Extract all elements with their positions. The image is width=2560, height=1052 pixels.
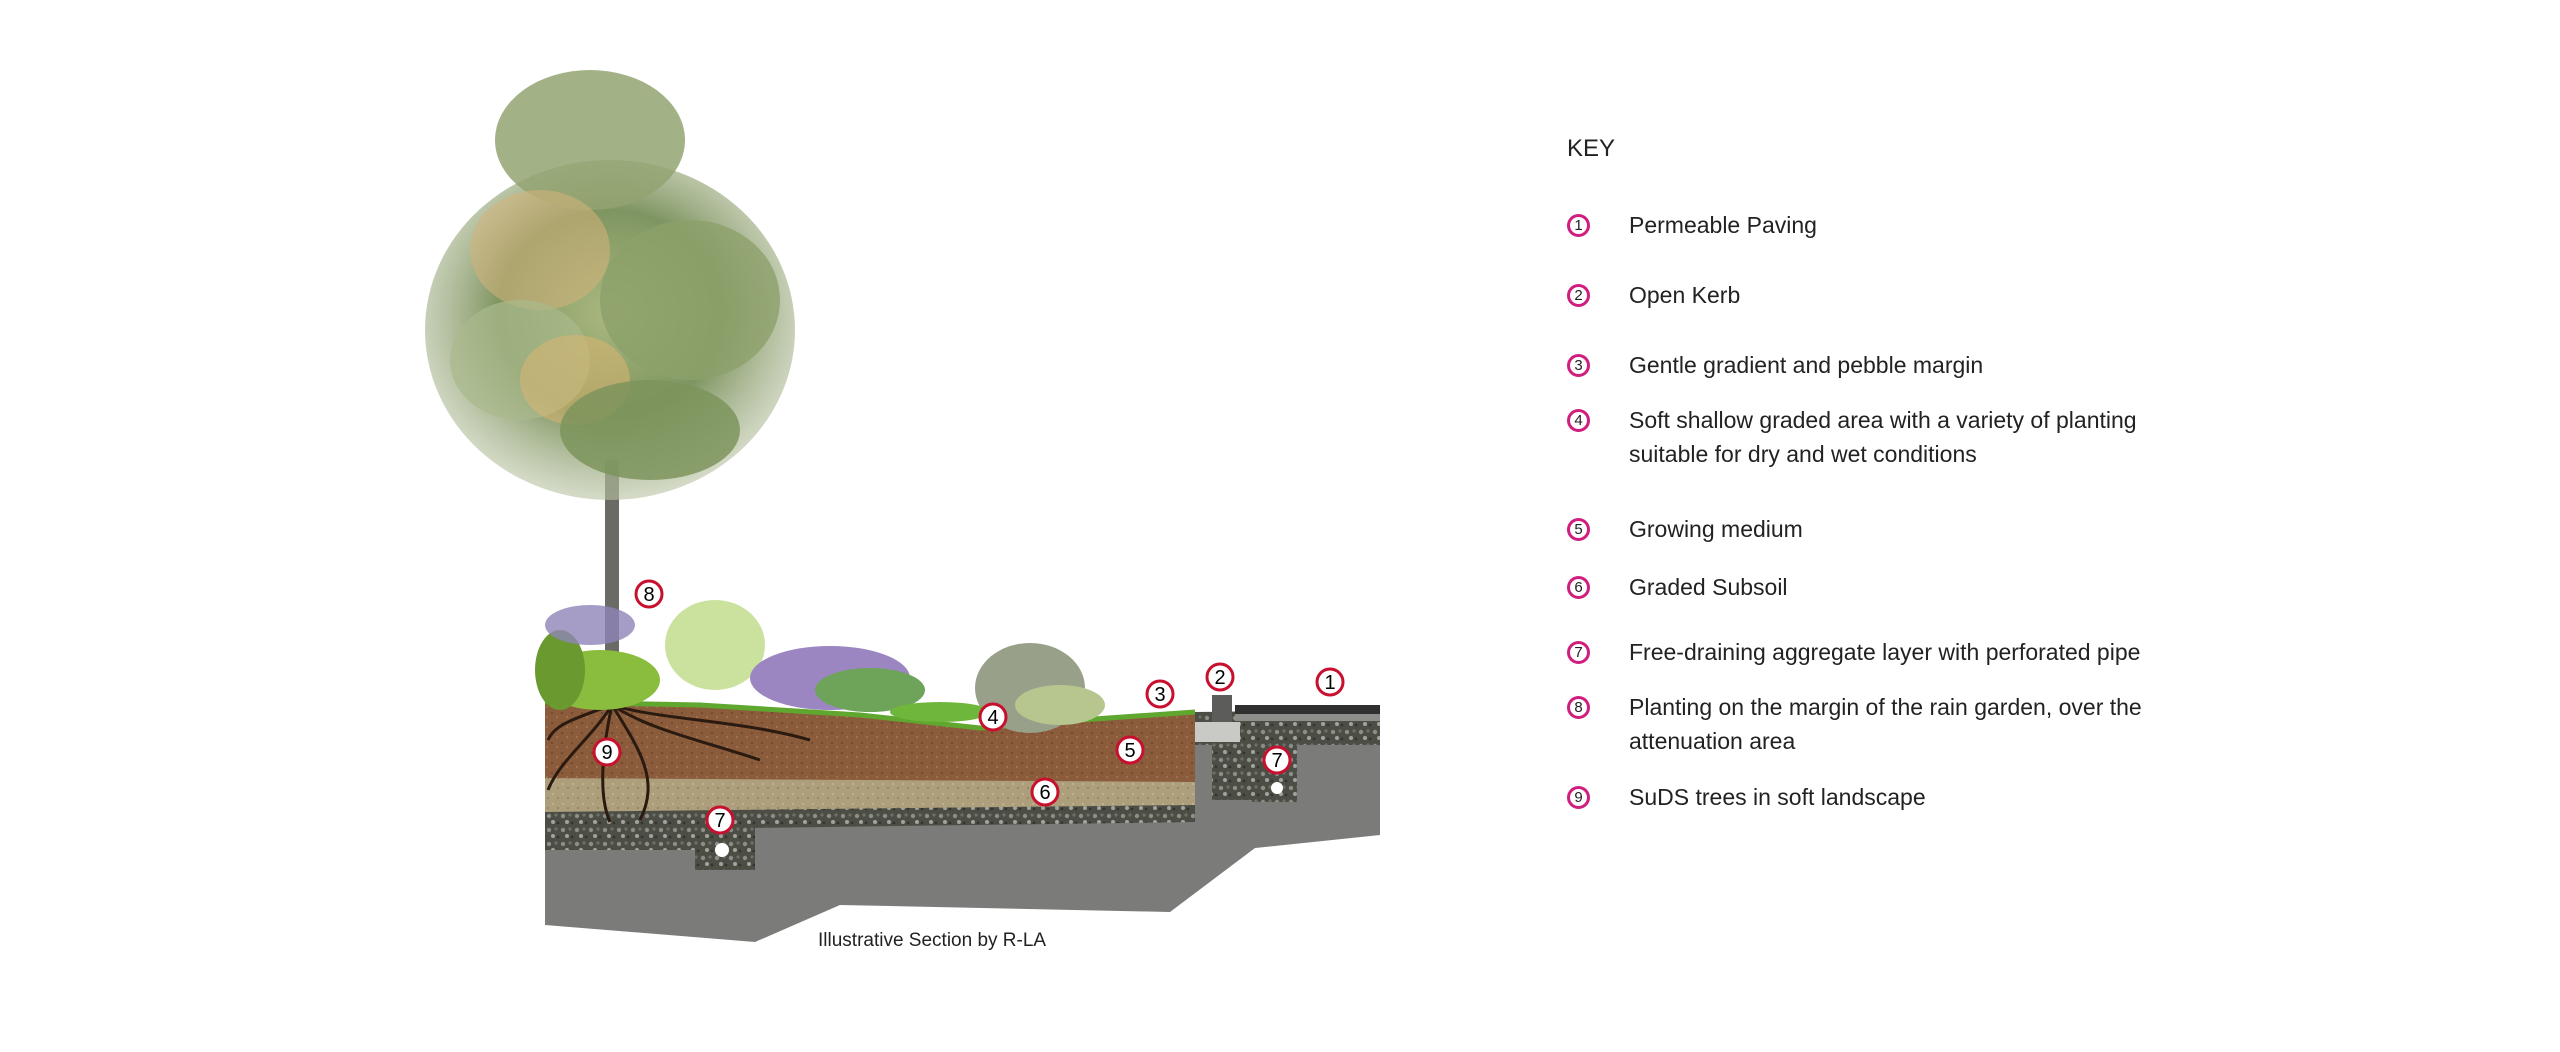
key-text-5: Growing medium <box>1629 516 1803 542</box>
tree-canopy <box>425 70 795 500</box>
key-badge-4: 4 <box>1567 409 1590 432</box>
marker-2: 2 <box>1205 662 1235 692</box>
key-item-9: 9 SuDS trees in soft landscape <box>1567 780 1926 810</box>
marker-4-label: 4 <box>987 707 998 729</box>
key-text-2: Open Kerb <box>1629 282 1741 308</box>
marker-3-label: 3 <box>1154 684 1165 706</box>
perforated-pipe-right <box>1271 782 1283 794</box>
marker-8: 8 <box>634 579 664 609</box>
marker-6-label: 6 <box>1039 782 1050 804</box>
marker-2-label: 2 <box>1214 667 1225 689</box>
permeable-paving <box>1235 705 1380 714</box>
key-text-1: Permeable Paving <box>1629 212 1817 238</box>
key-badge-5: 5 <box>1567 518 1590 541</box>
open-kerb <box>1212 695 1232 727</box>
key-badge-7: 7 <box>1567 641 1590 664</box>
grass-line <box>544 699 1196 731</box>
marker-7-left-label: 7 <box>714 810 725 832</box>
paving-aggregate <box>1195 710 1380 800</box>
key-badge-2: 2 <box>1567 284 1590 307</box>
marker-8-label: 8 <box>643 584 654 606</box>
marker-9: 9 <box>592 737 622 767</box>
marker-7-right-label: 7 <box>1271 750 1282 772</box>
key-badge-1: 1 <box>1567 214 1590 237</box>
marker-9-label: 9 <box>601 742 612 764</box>
marker-1: 1 <box>1315 667 1345 697</box>
key-item-1: 1 Permeable Paving <box>1567 208 1817 238</box>
key-title: KEY <box>1567 135 1616 162</box>
marker-5-label: 5 <box>1124 740 1135 762</box>
key-item-2: 2 Open Kerb <box>1567 278 1740 308</box>
key-text-6: Graded Subsoil <box>1629 574 1788 600</box>
marker-7-right: 7 <box>1262 745 1292 775</box>
rain-garden-section: 1 2 3 4 5 6 7 7 8 9 <box>425 70 1380 942</box>
key-item-3: 3 Gentle gradient and pebble margin <box>1567 348 1983 378</box>
key-text-4: Soft shallow graded area with a variety … <box>1629 407 2137 467</box>
perforated-pipe <box>715 843 729 857</box>
marker-6: 6 <box>1030 777 1060 807</box>
key-item-5: 5 Growing medium <box>1567 512 1803 542</box>
key-badge-3: 3 <box>1567 354 1590 377</box>
marker-1-label: 1 <box>1324 672 1335 694</box>
section-caption: Illustrative Section by R-LA <box>818 930 1047 951</box>
marker-4: 4 <box>978 702 1008 732</box>
key-item-6: 6 Graded Subsoil <box>1567 570 1788 600</box>
key-item-8: 8 Planting on the margin of the rain gar… <box>1567 690 2142 754</box>
key-text-9: SuDS trees in soft landscape <box>1629 784 1926 810</box>
key-text-7: Free-draining aggregate layer with perfo… <box>1629 639 2141 665</box>
key-text-3: Gentle gradient and pebble margin <box>1629 352 1984 378</box>
key-text-8: Planting on the margin of the rain garde… <box>1629 694 2142 754</box>
marker-5: 5 <box>1115 735 1145 765</box>
paving-bedding <box>1235 714 1380 721</box>
key-badge-8: 8 <box>1567 696 1590 719</box>
key-badge-9: 9 <box>1567 786 1590 809</box>
tree-trunk <box>605 460 619 705</box>
marker-3: 3 <box>1145 679 1175 709</box>
key-legend: KEY 1 Permeable Paving 2 Open Kerb 3 Gen… <box>1567 135 2287 810</box>
subsoil-layer <box>545 775 1195 812</box>
marker-7-left: 7 <box>705 805 735 835</box>
key-item-7: 7 Free-draining aggregate layer with per… <box>1567 635 2140 665</box>
key-badge-6: 6 <box>1567 576 1590 599</box>
key-item-4: 4 Soft shallow graded area with a variet… <box>1567 403 2137 467</box>
tree-roots <box>546 703 811 823</box>
kerb-base <box>1195 722 1240 742</box>
